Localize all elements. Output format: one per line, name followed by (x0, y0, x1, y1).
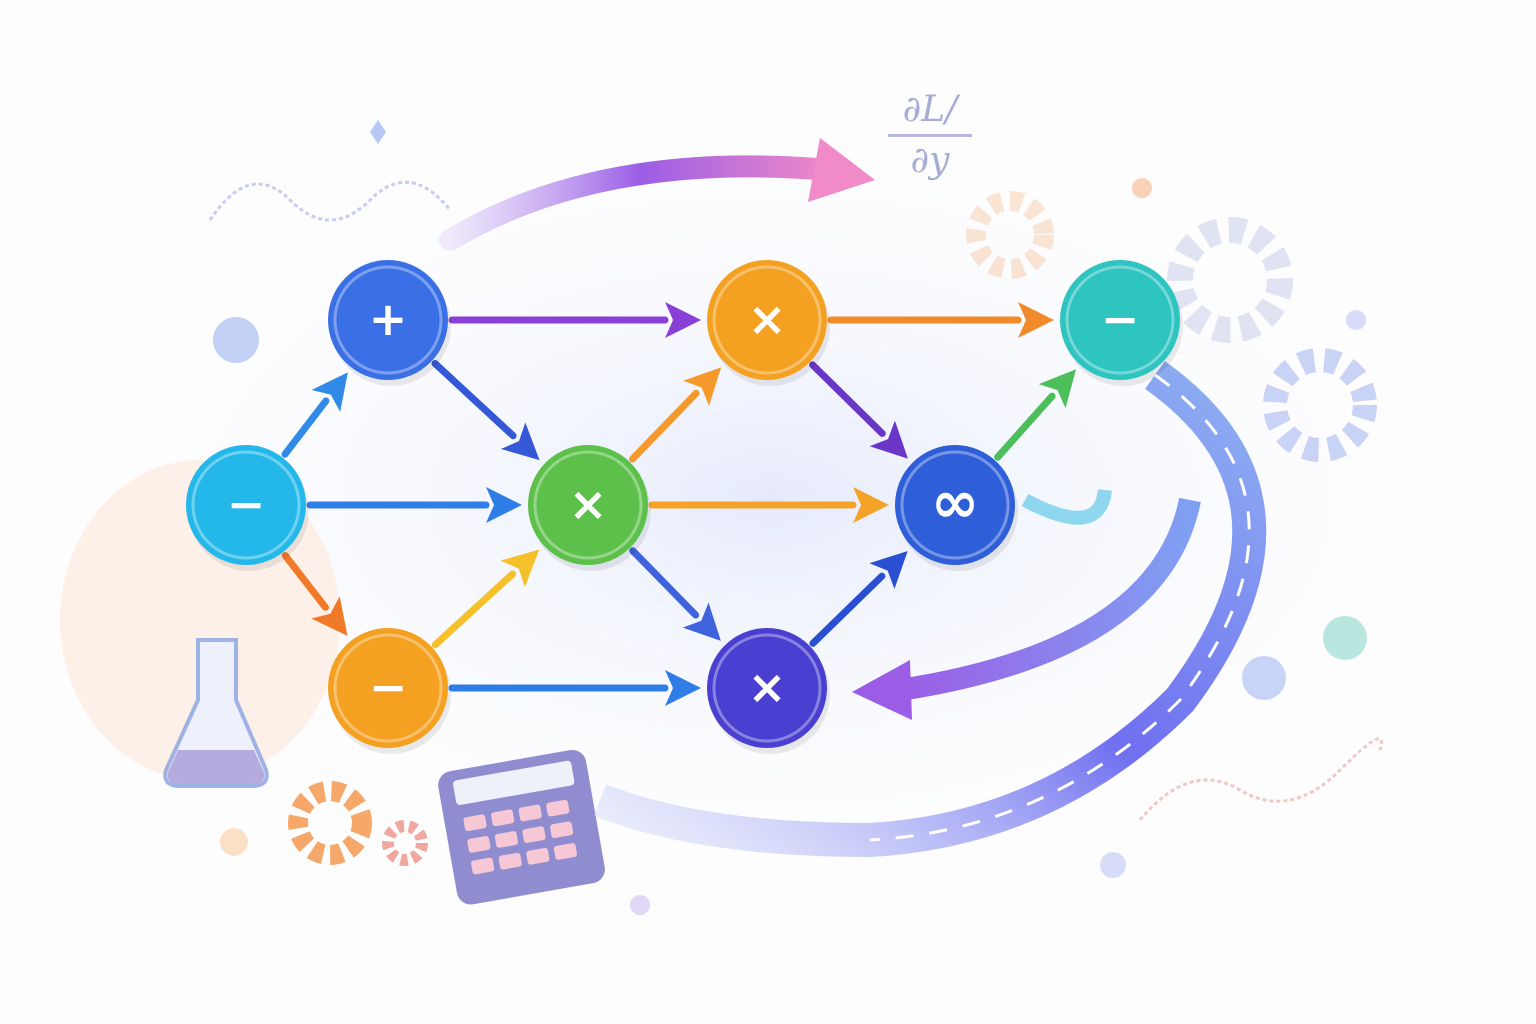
node-symbol: × (748, 292, 787, 346)
gear-icon (966, 191, 1054, 279)
dot-decor (213, 317, 259, 363)
backward-gradient-arrow (852, 497, 1201, 720)
edge-arrow (448, 302, 701, 338)
formula-numerator: ∂L/ (902, 89, 958, 130)
node-mul-top: × (707, 260, 830, 386)
gear-icon (288, 781, 428, 866)
edge-arrow (431, 359, 540, 461)
edge-arrow (448, 670, 701, 706)
sparkle-icon (370, 120, 386, 144)
dot-decor (220, 828, 248, 856)
flask-icon (163, 638, 269, 788)
edges (281, 302, 1077, 706)
dot-decor (1346, 310, 1366, 330)
node-mul-center: × (528, 445, 651, 571)
edge-arrow (648, 487, 889, 523)
node-symbol: − (227, 477, 266, 531)
calculator-icon (438, 749, 605, 905)
edge-arrow (281, 372, 348, 458)
edge-arrow (281, 552, 348, 636)
node-symbol: + (369, 292, 408, 346)
dot-decor (630, 895, 650, 915)
dot-decor (1100, 852, 1126, 878)
node-symbol: ∞ (931, 468, 979, 536)
edge-arrow (827, 302, 1054, 338)
backward-loop-arrow (593, 361, 1267, 858)
node-symbol: × (748, 660, 787, 714)
edge-arrow (306, 487, 522, 523)
node-symbol: − (369, 660, 408, 714)
gear-icon (1167, 217, 1293, 343)
node-minus-left: − (186, 445, 309, 571)
edge-arrow (629, 547, 721, 641)
edge-arrow (431, 549, 540, 649)
node-plus: + (328, 260, 451, 386)
formula-denominator: ∂y (910, 140, 950, 181)
edge-arrow (994, 369, 1077, 461)
edge-arrow (809, 551, 908, 647)
gradient-formula: ∂L/ ∂y (888, 88, 972, 183)
node-minus-bottom: − (328, 628, 451, 754)
node-symbol: − (1101, 292, 1140, 346)
fraction-bar (888, 134, 972, 137)
node-mul-bottom: × (707, 628, 830, 754)
dot-decor (1323, 616, 1367, 660)
node-symbol: × (569, 477, 608, 531)
dot-decor (1242, 656, 1286, 700)
gear-icon (1263, 348, 1377, 462)
forward-flow-arrow (439, 138, 875, 251)
nodes: + × − − × ∞ − × (186, 260, 1183, 754)
node-minus-right: − (1060, 260, 1183, 386)
edge-arrow (629, 367, 722, 463)
node-infinity: ∞ (895, 445, 1018, 571)
edge-arrow (809, 361, 908, 459)
dot-decor (1132, 178, 1152, 198)
